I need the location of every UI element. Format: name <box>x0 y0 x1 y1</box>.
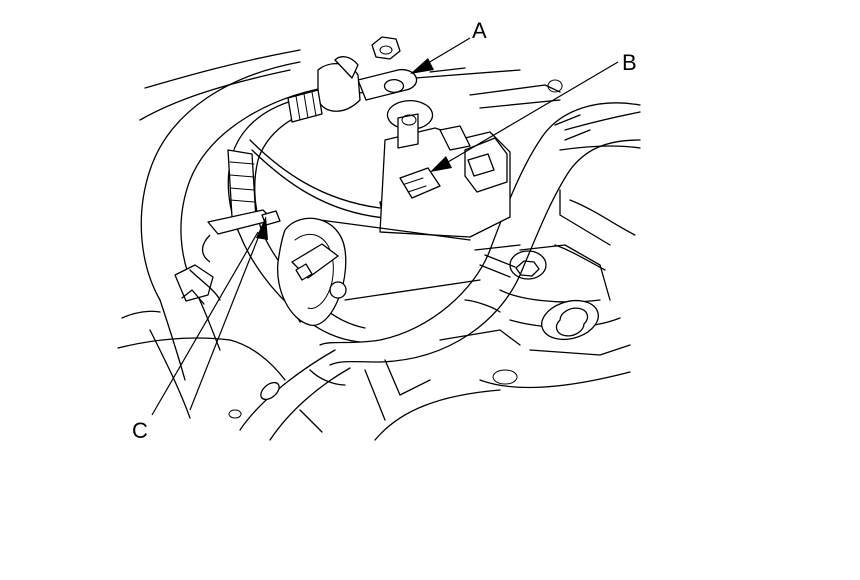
callout-a-label: A <box>472 18 487 43</box>
callout-c-leader-2 <box>189 227 263 411</box>
lower-hose <box>239 349 351 441</box>
callout-b-arrowhead <box>430 156 452 172</box>
callout-a: A <box>410 18 487 74</box>
callout-c-leader <box>151 231 259 416</box>
starter-solenoid-body <box>379 100 511 238</box>
callout-c: C <box>132 216 268 443</box>
callout-c-label: C <box>132 418 148 443</box>
callout-a-arrowhead <box>410 58 434 74</box>
callout-b-leader <box>447 61 619 163</box>
starter-motor <box>181 209 481 326</box>
engine-block-outline <box>117 49 641 441</box>
callout-b-label: B <box>622 50 637 75</box>
callout-c-arrowhead <box>256 216 268 240</box>
callout-a-leader <box>422 37 471 67</box>
callout-b: B <box>430 50 637 172</box>
battery-terminal-assembly <box>287 36 418 123</box>
right-hose <box>319 102 641 366</box>
left-hose <box>140 61 341 381</box>
